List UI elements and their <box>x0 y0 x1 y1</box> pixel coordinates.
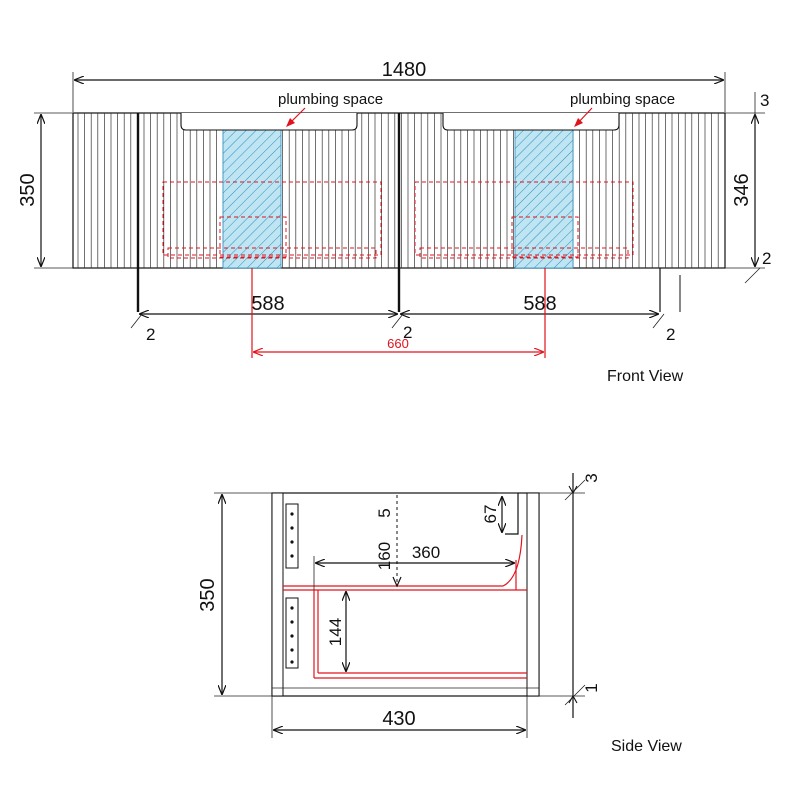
side-back-panel <box>271 492 284 697</box>
drawer-outlines <box>162 181 634 259</box>
top-gap-label: 3 <box>760 91 769 110</box>
inner-depth-label: 360 <box>412 543 440 562</box>
plumbing-label-right: plumbing space <box>570 91 675 127</box>
joint-left-label: 2 <box>146 325 155 344</box>
module-width-right-label: 588 <box>523 293 556 315</box>
front-view-title: Front View <box>607 368 684 385</box>
trap-height-label: 67 <box>481 505 500 524</box>
inner-depth-dimension: 360 <box>313 543 514 590</box>
basin-cutout-left <box>180 113 358 131</box>
drawer-height-dimension: 144 <box>326 592 346 671</box>
bottom-gap-label: 2 <box>762 249 771 268</box>
side-view: 67 160 5 360 144 350 <box>197 473 682 755</box>
height-dimension-left: 350 <box>17 112 73 269</box>
joint-right-label: 2 <box>666 325 675 344</box>
drawer-height-label: 144 <box>326 618 345 646</box>
joint-mid-label: 2 <box>403 323 412 342</box>
drawer-profile <box>283 534 527 679</box>
svg-text:430: 430 <box>382 708 415 730</box>
module-width-dimensions: 588 588 2 2 2 <box>130 293 675 344</box>
front-view: 1480 plumbing space <box>17 59 771 385</box>
side-bottom-gap-label: 1 <box>582 683 601 692</box>
overall-width-dimension: 1480 <box>72 59 726 112</box>
plumbing-zone-left <box>222 129 282 269</box>
side-top-gap-label: 3 <box>582 473 601 482</box>
svg-text:350: 350 <box>17 173 39 206</box>
overall-width-label: 1480 <box>382 59 427 81</box>
side-body <box>271 492 540 697</box>
height-dimension-right: 346 3 2 <box>725 91 771 284</box>
side-gap-dimension: 3 1 <box>539 473 601 718</box>
side-depth-dimension: 430 <box>271 696 528 738</box>
svg-text:plumbing space: plumbing space <box>278 91 383 108</box>
svg-text:350: 350 <box>197 578 219 611</box>
svg-text:660: 660 <box>387 336 409 351</box>
trap-housing: 67 <box>481 492 519 535</box>
module-width-left-label: 588 <box>251 293 284 315</box>
side-front-panel <box>526 492 540 697</box>
basin-cutout-right <box>442 113 620 131</box>
side-view-title: Side View <box>611 738 682 755</box>
svg-text:plumbing space: plumbing space <box>570 91 675 108</box>
top-offset-label: 5 <box>375 508 394 517</box>
svg-text:346: 346 <box>731 173 753 206</box>
wall-bracket-upper <box>285 503 299 569</box>
side-height-dimension: 350 <box>197 492 272 697</box>
plumbing-label-left: plumbing space <box>278 91 383 127</box>
top-clearance-label: 160 <box>375 542 394 570</box>
basin-center-dimension: 660 <box>251 268 546 358</box>
plumbing-zone-right <box>514 129 574 269</box>
wall-bracket-lower <box>285 597 299 669</box>
